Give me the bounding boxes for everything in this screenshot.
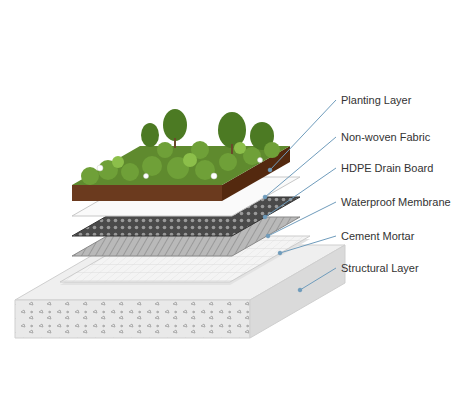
- layer-label: Cement Mortar: [341, 229, 414, 243]
- leader-lines: [263, 100, 336, 292]
- planting-box: [72, 109, 290, 201]
- layer-label: Structural Layer: [341, 261, 419, 275]
- layer-label: Planting Layer: [341, 93, 411, 107]
- layer-label: Non-woven Fabric: [341, 130, 430, 144]
- layer-label: HDPE Drain Board: [341, 161, 433, 175]
- layer-label: Waterproof Membrane: [341, 195, 451, 209]
